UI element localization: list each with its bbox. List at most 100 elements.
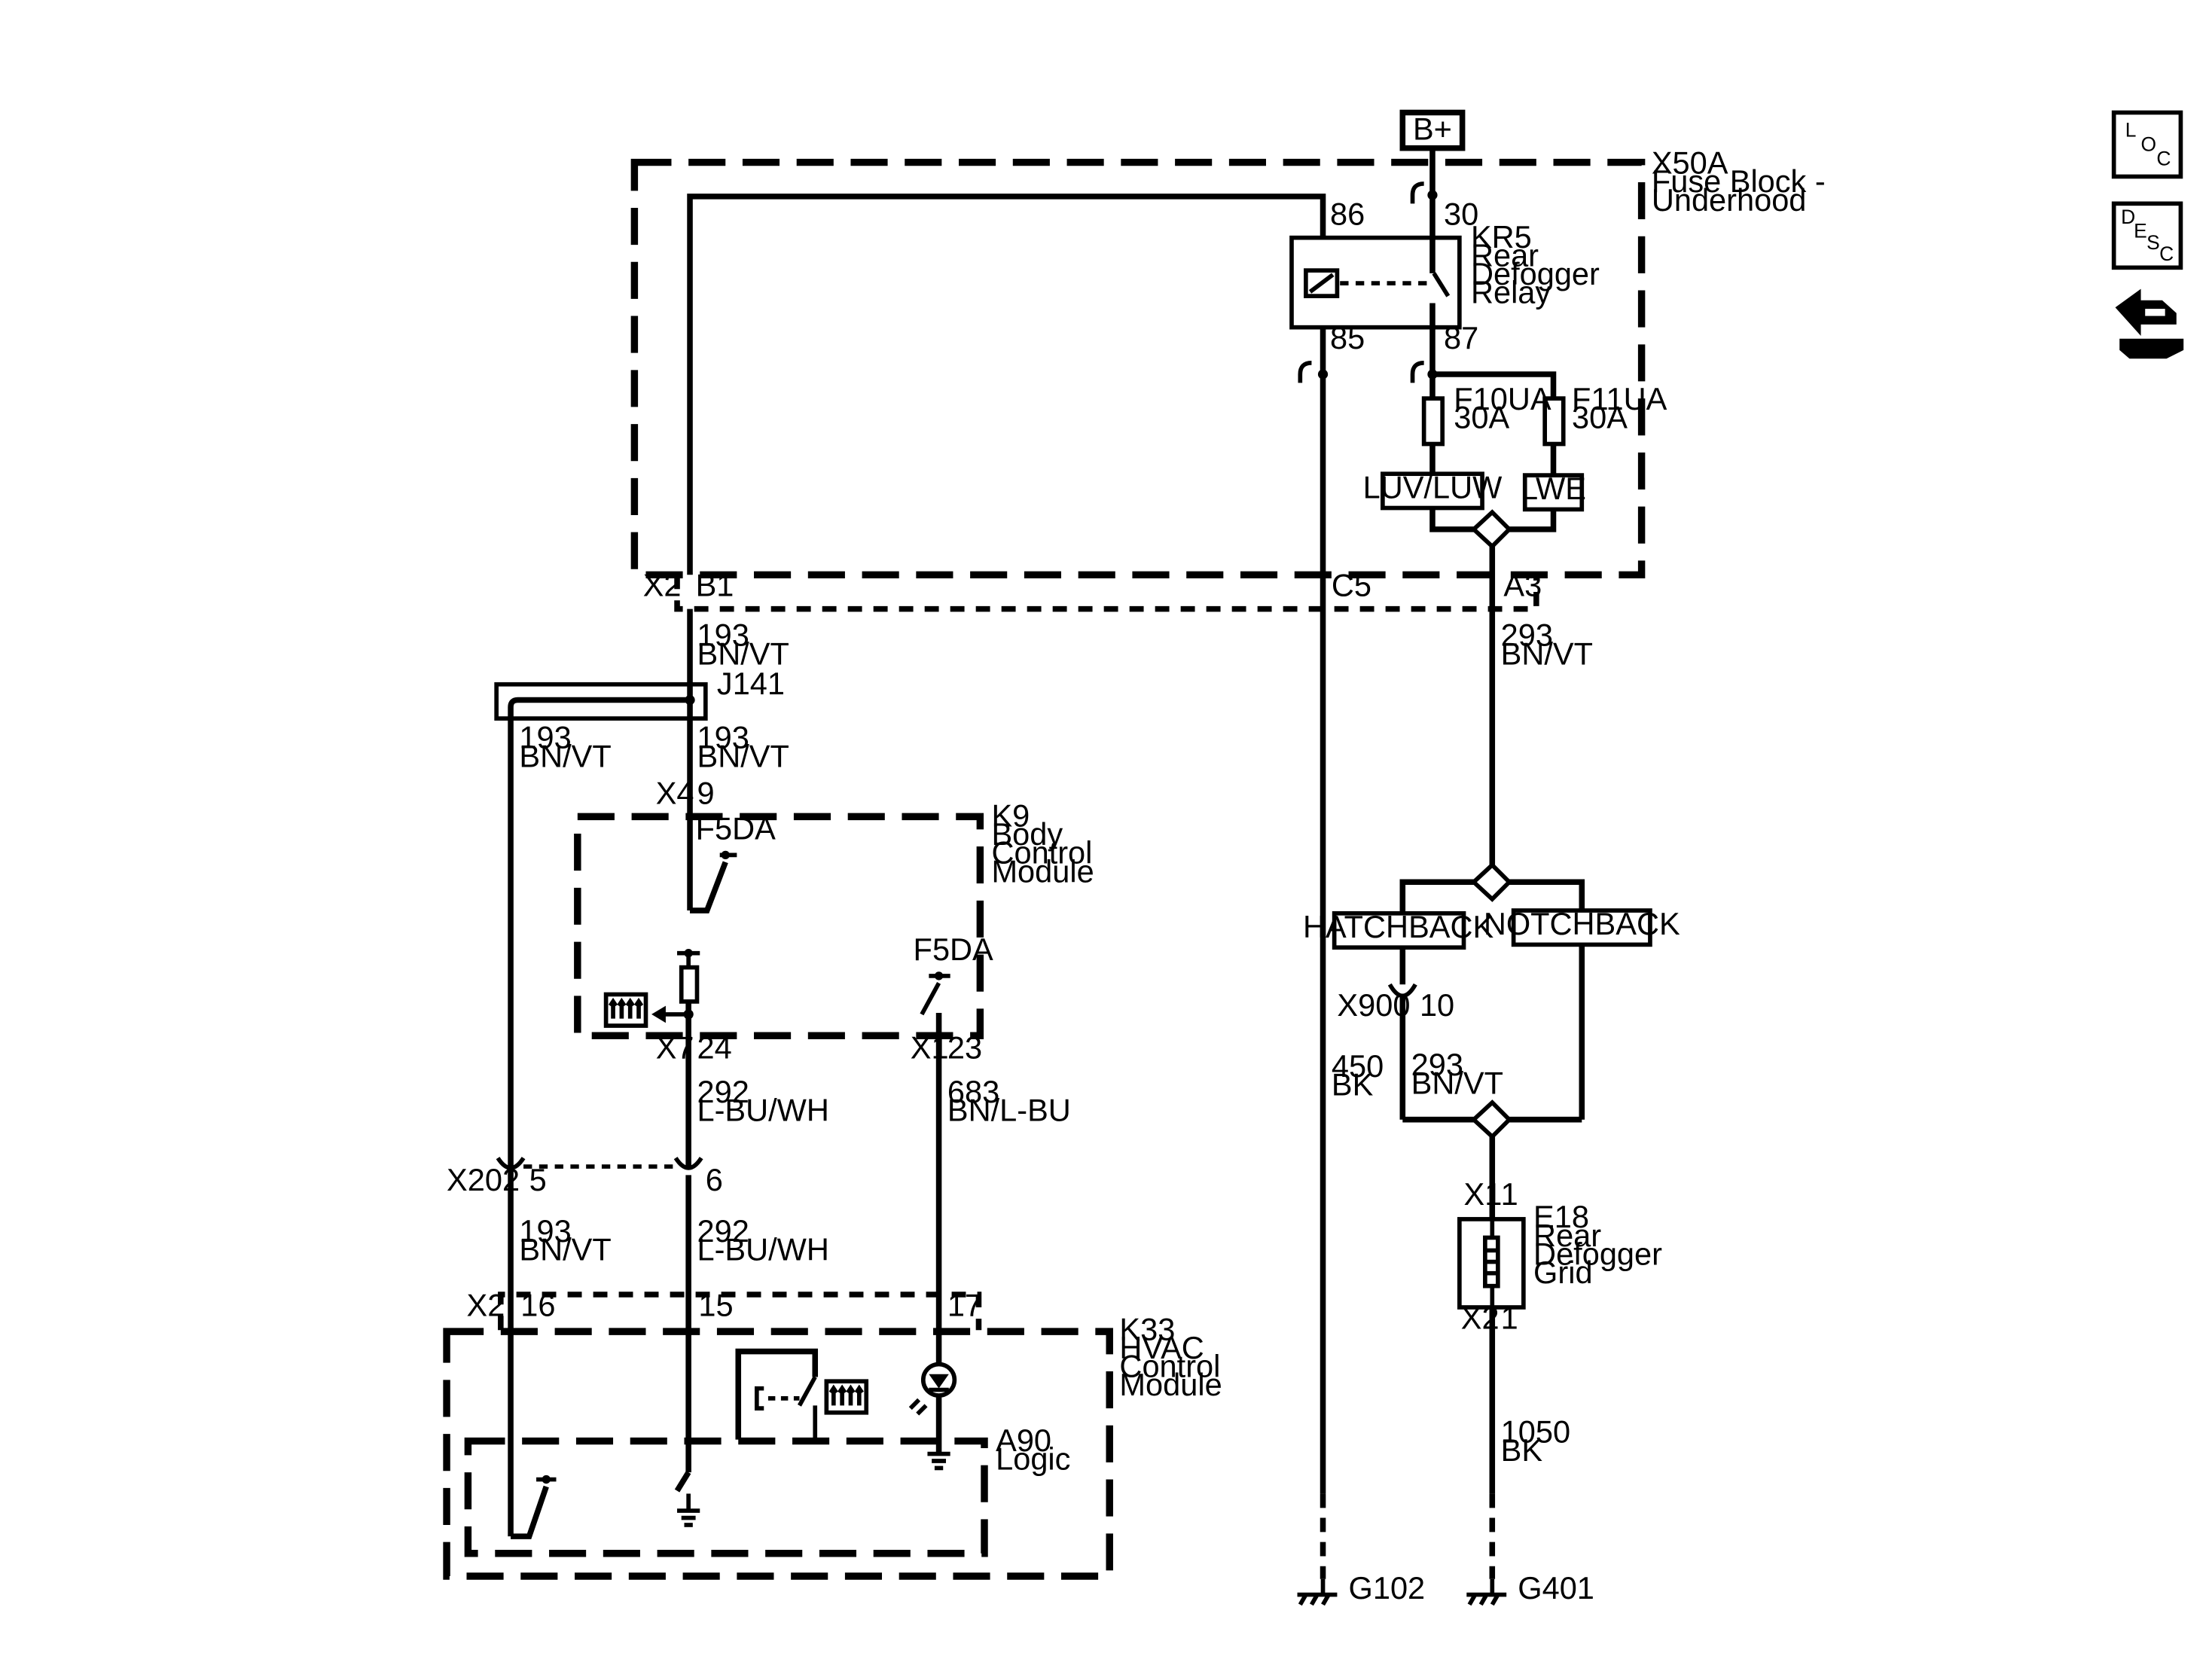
relay-kr5 xyxy=(1289,235,1462,330)
wire-1050-circuit: 1050 xyxy=(1501,1414,1570,1449)
loc-letter-o: O xyxy=(2141,133,2157,155)
ground-g102-symbol xyxy=(1297,1578,1338,1606)
hvac-logic-switch-16 xyxy=(511,1475,557,1539)
grid-conn-x1: X1 xyxy=(1464,1176,1503,1212)
bcm-name-2: Control xyxy=(991,835,1092,871)
rear-defrost-icon-hvac xyxy=(824,1379,869,1415)
bcm-output-driver xyxy=(651,949,700,1167)
fuse-block-name-1: Fuse Block - xyxy=(1652,163,1826,199)
splice-id: J141 xyxy=(717,666,785,701)
relay-pin-85: 85 xyxy=(1330,320,1365,355)
option-lwe: LWE xyxy=(1521,471,1586,506)
hvac-name-2: Control xyxy=(1119,1349,1220,1384)
wire-293-circuit-a: 293 xyxy=(1501,618,1553,653)
loc-letter-l: L xyxy=(2125,119,2137,142)
fuse-f10ua-id: F10UA xyxy=(1454,381,1551,416)
relay-name-2: Defogger xyxy=(1471,256,1600,291)
fuse-block-id: X50A xyxy=(1652,145,1728,181)
ground-g401-symbol xyxy=(1466,1578,1507,1606)
hvac-logic-name: Logic xyxy=(996,1441,1070,1476)
bcm-switch2-label: F5DA xyxy=(914,932,993,967)
hvac-indicator-led xyxy=(908,1362,957,1471)
bcm-switch-f5da-2 xyxy=(920,971,950,1366)
grid-name-2: Defogger xyxy=(1533,1236,1662,1271)
hvac-logic-id: A90 xyxy=(996,1423,1051,1458)
wire-193-color-a: BN/VT xyxy=(697,636,789,671)
wire-450-color: BK xyxy=(1332,1067,1374,1102)
hvac-logic-outline xyxy=(464,1437,988,1557)
x900-id: X900 xyxy=(1337,987,1410,1023)
x202-pin-6: 6 xyxy=(706,1162,723,1197)
wire-193-circuit-b: 193 xyxy=(519,720,571,755)
hvac-pin-15: 15 xyxy=(698,1287,733,1322)
wire-450-circuit: 450 xyxy=(1332,1048,1384,1084)
option-notchback: NOTCHBACK xyxy=(1484,906,1680,941)
bcm-name-1: Body xyxy=(991,816,1063,852)
relay-name-3: Relay xyxy=(1471,275,1551,310)
ground-g102-label: G102 xyxy=(1349,1570,1426,1606)
bcm-conn-x7: X7 xyxy=(656,1029,694,1065)
desc-letter-d: D xyxy=(2121,206,2135,228)
hvac-id: K33 xyxy=(1119,1311,1175,1346)
battery-label: B+ xyxy=(1413,111,1452,146)
bcm-conn-x1: X1 xyxy=(911,1029,949,1065)
bcm-pin-24: 24 xyxy=(697,1029,731,1065)
wire-193-circuit-a: 193 xyxy=(697,618,749,653)
relay-pin-87: 87 xyxy=(1444,320,1478,355)
x202-id: X202 xyxy=(447,1162,520,1197)
x202-pin-5: 5 xyxy=(529,1162,547,1197)
hvac-pin-16: 16 xyxy=(520,1287,555,1322)
fuse-f11ua-rating: 30A xyxy=(1572,400,1628,435)
wire-292-color-b: L-BU/WH xyxy=(697,1232,828,1267)
x2-pin-a3: A3 xyxy=(1503,568,1542,603)
hvac-defog-button-switch xyxy=(735,1348,819,1440)
relay-pin-86: 86 xyxy=(1330,197,1365,232)
fuse-block-name-2: Underhood xyxy=(1652,182,1807,218)
x2-connector-band xyxy=(674,575,1539,612)
splice-j141 xyxy=(494,682,708,1537)
bcm-conn-x4: X4 xyxy=(656,775,694,810)
bcm-switch-f5da-1 xyxy=(690,850,737,913)
wire-1050-color: BK xyxy=(1501,1432,1543,1468)
bcm-switch1-label: F5DA xyxy=(696,811,776,846)
hvac-conn-x2: X2 xyxy=(467,1287,505,1322)
bcm-id: K9 xyxy=(991,798,1030,834)
loc-button[interactable]: L O C xyxy=(2111,110,2183,179)
option-luv-luw: LUV/LUW xyxy=(1363,469,1503,505)
x202-connector xyxy=(496,1157,703,1170)
connector-end-view-icon[interactable] xyxy=(2115,288,2184,359)
hvac-name-1: HVAC xyxy=(1119,1330,1204,1365)
battery-terminal: B+ xyxy=(1399,109,1466,151)
x2-pin-c5: C5 xyxy=(1332,568,1371,603)
bcm-pin-23: 23 xyxy=(947,1029,982,1065)
fuse-f10ua xyxy=(1421,396,1445,474)
x2-pin-b1: B1 xyxy=(696,568,734,603)
wire-293-color-a: BN/VT xyxy=(1501,636,1593,671)
wire-193-color-b: BN/VT xyxy=(519,738,611,773)
option-box-hatchback xyxy=(1332,910,1466,950)
wire-292-circuit-a: 292 xyxy=(697,1074,749,1109)
grid-name-1: Rear xyxy=(1533,1218,1601,1253)
grid-pin-bottom: 1 xyxy=(1501,1300,1518,1335)
desc-button[interactable]: D E S C xyxy=(2111,201,2183,270)
option-box-luv-luw xyxy=(1381,471,1484,511)
hvac-pin-17: 17 xyxy=(947,1287,982,1322)
fuse-f10ua-rating: 30A xyxy=(1454,400,1509,435)
wire-683-circuit: 683 xyxy=(947,1074,999,1109)
wire-293-circuit-b: 293 xyxy=(1411,1047,1463,1082)
desc-letter-e: E xyxy=(2134,220,2147,242)
wire-193-circuit-c: 193 xyxy=(697,720,749,755)
hvac-name-3: Module xyxy=(1119,1367,1222,1402)
bcm-pin-9: 9 xyxy=(697,775,714,810)
option-hatchback: HATCHBACK xyxy=(1303,909,1493,944)
x2-connector-id: X2 xyxy=(643,568,682,603)
relay-id: KR5 xyxy=(1471,219,1532,255)
relay-name-1: Rear xyxy=(1471,237,1539,273)
hvac-outline xyxy=(443,1328,1113,1580)
wire-292-circuit-b: 292 xyxy=(697,1213,749,1249)
wire-193-circuit-d: 193 xyxy=(519,1213,571,1249)
bcm-outline xyxy=(574,813,984,1039)
rear-defogger-grid xyxy=(1457,1217,1526,1310)
loc-letter-c: C xyxy=(2156,147,2171,169)
